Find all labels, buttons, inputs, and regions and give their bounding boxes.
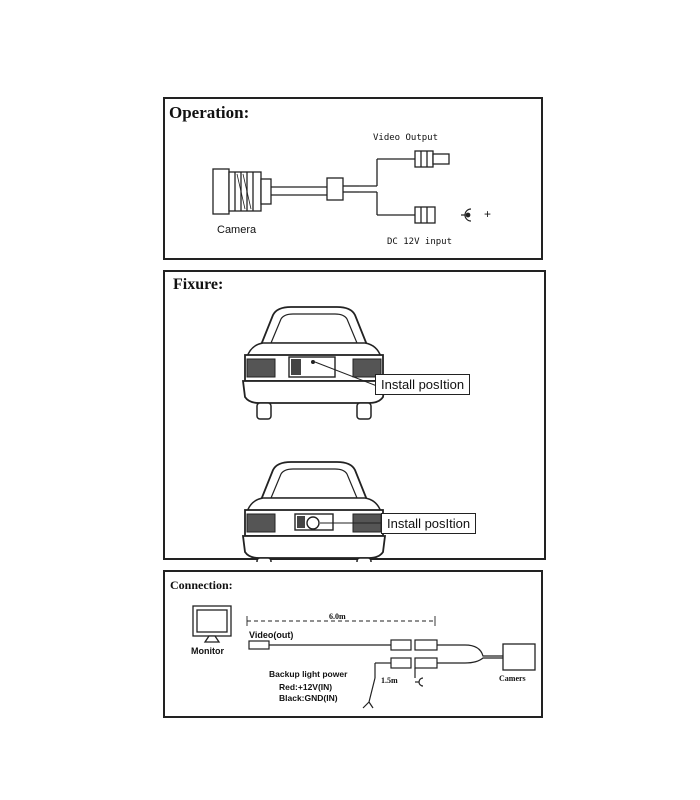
operation-panel: Operation:	[163, 97, 543, 260]
video-cable	[248, 639, 503, 657]
plus-symbol: +	[484, 207, 492, 221]
black-wire-label: Black:GND(IN)	[279, 693, 338, 703]
polarity-symbol-icon	[461, 208, 472, 222]
install-position-label-1: Install posItion	[375, 374, 471, 395]
car-top-icon	[242, 306, 386, 420]
camera-box-icon	[502, 643, 536, 671]
fixture-title: Fixure:	[173, 276, 224, 293]
short-distance-label: 1.5m	[381, 676, 398, 685]
distance-dimension	[246, 616, 436, 626]
connection-title: Connection:	[170, 578, 233, 592]
fixture-panel: Fixure:	[163, 270, 546, 562]
distance-label: 6.0m	[329, 612, 346, 621]
connection-panel: Connection:	[163, 570, 543, 718]
video-output-connector-icon	[414, 150, 450, 168]
dc-input-connector-icon	[414, 206, 436, 224]
camera-label: Camers	[499, 674, 526, 683]
fixture-diagram	[242, 306, 386, 562]
dc-input-label: DC 12V input	[387, 237, 453, 247]
monitor-icon	[192, 605, 232, 643]
operation-title: Operation:	[169, 103, 250, 122]
camera-label: Camera	[217, 224, 257, 236]
video-output-label: Video Output	[373, 133, 439, 143]
connection-diagram	[192, 605, 536, 709]
red-wire-label: Red:+12V(IN)	[279, 682, 333, 692]
install-leader-1	[314, 361, 378, 387]
monitor-label: Monitor	[191, 646, 224, 656]
backup-power-label: Backup light power	[269, 669, 348, 679]
cable-lines	[271, 158, 415, 216]
install-position-label-2: Install posItion	[381, 513, 477, 534]
power-cable	[362, 657, 503, 709]
camera-icon	[212, 168, 272, 215]
car-bottom-icon	[242, 461, 386, 562]
video-out-label: Video(out)	[249, 630, 294, 640]
operation-diagram	[212, 150, 472, 224]
